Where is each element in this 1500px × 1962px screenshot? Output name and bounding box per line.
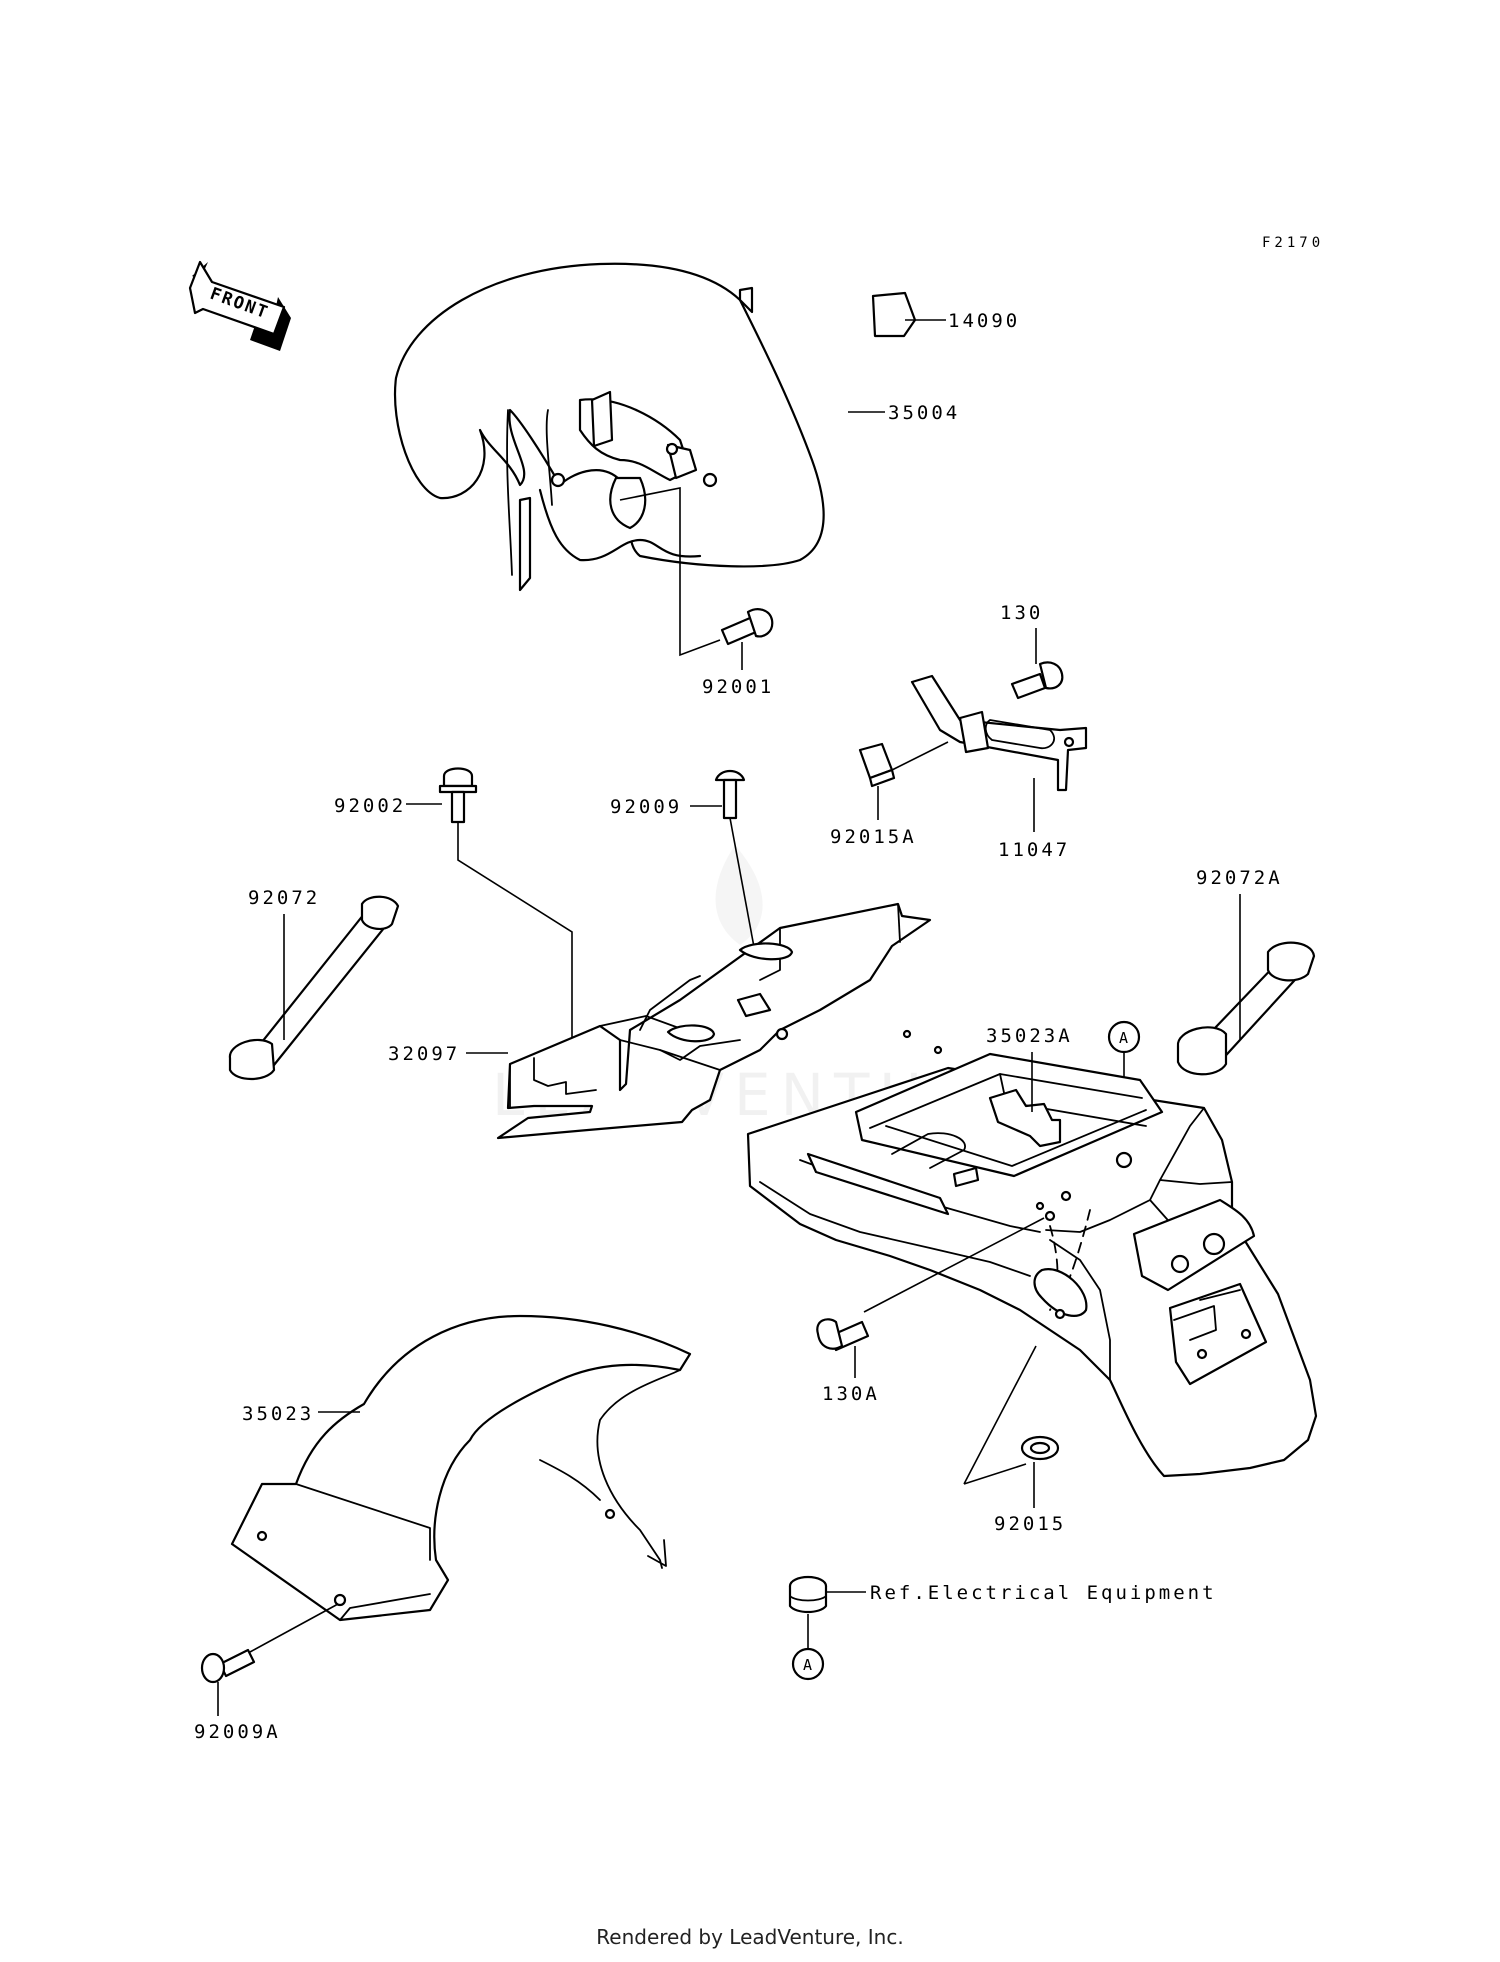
screw-92009A xyxy=(200,1603,339,1684)
ref-marker-a-lower: A xyxy=(791,1647,825,1681)
battery-case-32097 xyxy=(496,902,932,1140)
part-label-92015A: 92015A xyxy=(830,826,917,848)
figure-code: F2170 xyxy=(1262,235,1324,251)
part-label-92009A: 92009A xyxy=(194,1721,281,1743)
part-label-35023: 35023 xyxy=(242,1403,314,1425)
pad-14090 xyxy=(871,291,917,338)
inner-fender-35023 xyxy=(230,1314,692,1622)
strap-92072 xyxy=(228,895,400,1081)
footer-credit: Rendered by LeadVenture, Inc. xyxy=(596,1925,904,1949)
part-label-35023A: 35023A xyxy=(986,1025,1073,1047)
strap-92072A xyxy=(1176,941,1316,1076)
grommet-92015 xyxy=(963,1345,1060,1485)
part-label-92072A: 92072A xyxy=(1196,867,1283,889)
part-label-130: 130 xyxy=(1000,602,1043,624)
svg-text:A: A xyxy=(803,1656,812,1674)
bolt-92001 xyxy=(619,487,774,657)
bracket-11047 xyxy=(910,674,1088,792)
part-label-92009: 92009 xyxy=(610,796,682,818)
part-label-130A: 130A xyxy=(822,1383,880,1405)
rear-fender-35023A xyxy=(746,1029,1318,1478)
bolt-92002 xyxy=(438,767,573,1040)
front-arrow-icon: FRONT xyxy=(188,260,291,351)
svg-text:A: A xyxy=(1119,1029,1128,1047)
nut-92015A xyxy=(858,741,949,788)
ref-electrical-note: Ref.Electrical Equipment xyxy=(870,1582,1217,1604)
part-label-32097: 32097 xyxy=(388,1043,460,1065)
bolt-130 xyxy=(1010,661,1064,700)
front-fender-35004 xyxy=(394,262,825,592)
part-label-11047: 11047 xyxy=(998,839,1070,861)
part-label-14090: 14090 xyxy=(948,310,1020,332)
part-label-35004: 35004 xyxy=(888,402,960,424)
bolt-130A xyxy=(816,1217,1045,1352)
part-label-92002: 92002 xyxy=(334,795,406,817)
part-label-92072: 92072 xyxy=(248,887,320,909)
part-label-92001: 92001 xyxy=(702,676,774,698)
ref-electrical-grommet xyxy=(788,1575,828,1648)
part-label-92015: 92015 xyxy=(994,1513,1066,1535)
